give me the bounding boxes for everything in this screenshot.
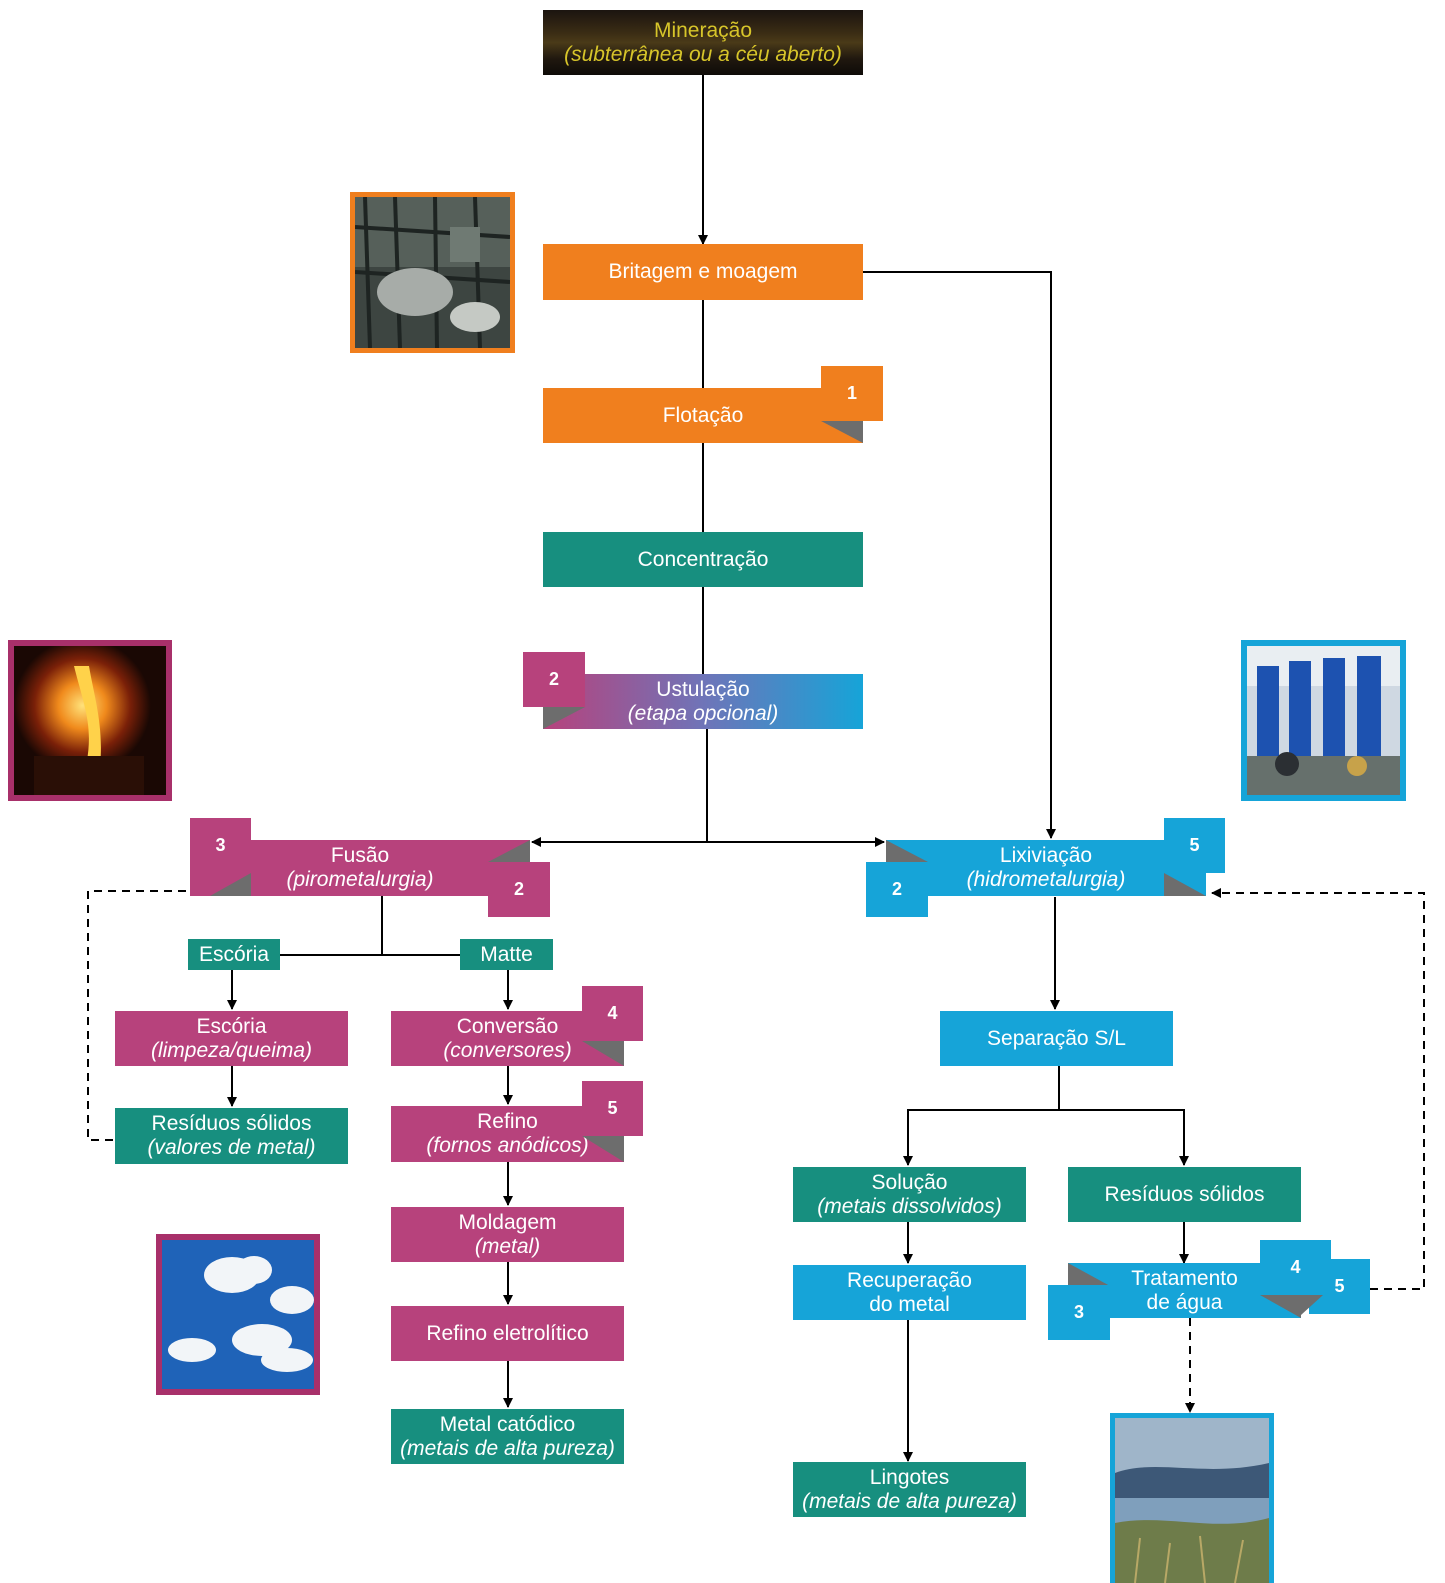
node-label: Resíduos sólidos: [1104, 1182, 1265, 1206]
badge-ustulacao: 2: [523, 652, 585, 707]
node-sublabel: (hidrometalurgia): [966, 868, 1126, 891]
node-britagem-moagem: Britagem e moagem: [543, 244, 863, 300]
fold-flotacao-icon: [821, 421, 863, 443]
node-lixiviacao: Lixiviação (hidrometalurgia): [886, 840, 1206, 896]
badge-tratamento-left: 3: [1048, 1285, 1110, 1340]
node-label: Mineração: [653, 18, 753, 42]
fold-ustulacao-icon: [543, 707, 585, 729]
fold-fusao-left-icon: [210, 873, 251, 896]
badge-conversao: 4: [582, 986, 643, 1041]
node-residuos-solidos: Resíduos sólidos: [1068, 1167, 1301, 1222]
node-label: Flotação: [662, 403, 744, 427]
fold-tratamento-left-icon: [1068, 1263, 1110, 1286]
node-sublabel: (limpeza/queima): [150, 1038, 313, 1062]
node-sublabel: (valores de metal): [147, 1136, 316, 1159]
node-solucao: Solução (metais dissolvidos): [793, 1167, 1026, 1222]
node-label: Fusão: [330, 844, 390, 867]
node-escoria: Escória (limpeza/queima): [115, 1011, 348, 1066]
node-label: Tratamento: [1131, 1266, 1238, 1290]
edge-split-solucao: [903, 1109, 1059, 1166]
fold-fusao-right-icon: [488, 840, 530, 862]
node-sublabel: (pirometalurgia): [286, 868, 434, 891]
badge-flotacao: 1: [821, 366, 883, 421]
node-label: Moldagem: [458, 1210, 557, 1234]
node-sublabel: (metais dissolvidos): [817, 1194, 1002, 1218]
node-sublabel: (fornos anódicos): [426, 1134, 589, 1157]
badge-lixiviacao-right: 5: [1164, 818, 1225, 873]
fold-tratamento-right-icon: [1301, 1295, 1323, 1315]
node-sublabel: (conversores): [443, 1038, 572, 1062]
node-sublabel: (subterrânea ou a céu aberto): [564, 42, 842, 66]
node-metal-catodico: Metal catódico (metais de alta pureza): [391, 1409, 624, 1464]
node-recuperacao: Recuperação do metal: [793, 1265, 1026, 1320]
edge-tratamento-lixiviacao-recycle: [1211, 888, 1425, 1290]
node-separacao: Separação S/L: [940, 1011, 1173, 1066]
node-label: Refino eletrolítico: [426, 1321, 589, 1345]
node-label: Escória: [198, 942, 270, 966]
node-concentracao: Concentração: [543, 532, 863, 587]
fold-lixiviacao-right-icon: [1164, 873, 1206, 896]
node-lingotes: Lingotes (metais de alta pureza): [793, 1462, 1026, 1517]
tag-matte: Matte: [460, 939, 553, 970]
node-label: Metal catódico: [439, 1412, 576, 1436]
node-sublabel: (metais de alta pureza): [802, 1489, 1017, 1513]
badge-fusao-right: 2: [488, 862, 550, 917]
node-label: Ustulação: [656, 677, 750, 701]
fold-conversao-icon: [582, 1041, 624, 1066]
badge-fusao-left: 3: [190, 818, 251, 873]
node-label: Conversão: [456, 1014, 559, 1038]
badge-refino: 5: [582, 1081, 643, 1136]
node-refino-eletrolitico: Refino eletrolítico: [391, 1306, 624, 1361]
node-sublabel: (metais de alta pureza): [400, 1436, 615, 1460]
fold-tratamento-mid-icon: [1260, 1295, 1301, 1318]
node-label: Concentração: [637, 547, 769, 571]
crushing-plant-photo: [350, 192, 515, 353]
node-label: Recuperação: [847, 1268, 972, 1292]
node-label: Escória: [196, 1014, 267, 1038]
node-flotacao: Flotação: [543, 388, 863, 443]
node-label: Lixiviação: [999, 844, 1093, 867]
sky-photo: [156, 1234, 320, 1395]
fold-refino-icon: [582, 1136, 624, 1162]
node-residuos-metal: Resíduos sólidos (valores de metal): [115, 1108, 348, 1164]
edge-split-residuos: [1059, 1109, 1189, 1166]
node-sublabel: de água: [1146, 1290, 1223, 1314]
node-sublabel: do metal: [869, 1292, 950, 1316]
node-mineracao: Mineração (subterrânea ou a céu aberto): [543, 10, 863, 75]
edge-britagem-lixiviacao: [863, 271, 1056, 839]
node-label: Matte: [480, 942, 533, 966]
node-label: Resíduos sólidos: [151, 1112, 312, 1135]
hydrometallurgy-plant-photo: [1241, 640, 1406, 801]
node-label: Refino: [477, 1110, 538, 1133]
node-ustulacao: Ustulação (etapa opcional): [543, 674, 863, 729]
badge-tratamento-right: 5: [1309, 1259, 1370, 1314]
lake-photo: [1110, 1413, 1274, 1583]
node-label: Separação S/L: [987, 1026, 1126, 1050]
node-sublabel: (etapa opcional): [627, 701, 779, 725]
fold-lixiviacao-left-icon: [886, 840, 928, 862]
smelting-photo: [8, 640, 172, 801]
node-label: Lingotes: [869, 1465, 950, 1489]
badge-lixiviacao-left: 2: [866, 862, 928, 917]
tag-escoria: Escória: [188, 939, 280, 970]
node-sublabel: (metal): [474, 1234, 541, 1258]
node-label: Britagem e moagem: [608, 260, 798, 283]
node-label: Solução: [871, 1170, 948, 1194]
node-moldagem: Moldagem (metal): [391, 1207, 624, 1262]
